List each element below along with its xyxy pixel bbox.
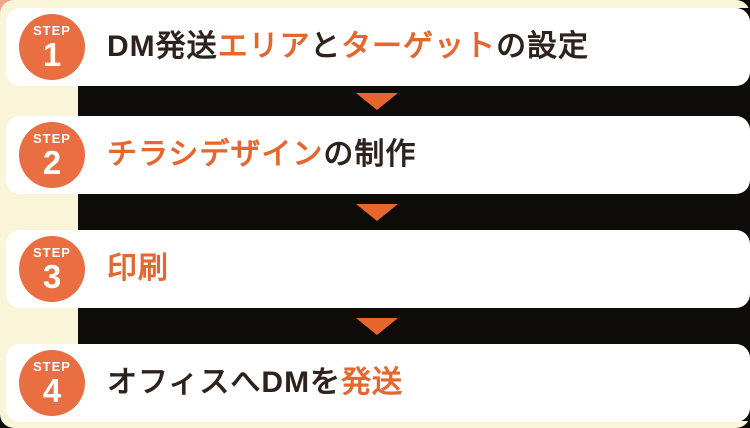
step-card-4: STEP 4 オフィスへDMを発送 <box>6 344 750 422</box>
step-badge-number: 3 <box>42 257 62 295</box>
step-4-badge: STEP 4 <box>19 350 85 416</box>
title-segment: の設定 <box>496 30 590 63</box>
title-segment: オフィスへDMを <box>107 366 342 399</box>
title-segment: DM発送 <box>107 30 218 63</box>
step-2-title: チラシデザインの制作 <box>107 140 416 170</box>
step-card-1: STEP 1 DM発送エリアとターゲットの設定 <box>6 8 750 86</box>
step-2-badge: STEP 2 <box>19 122 85 188</box>
title-segment: ターゲット <box>341 30 497 63</box>
down-arrow-icon <box>356 318 398 335</box>
title-segment: の制作 <box>323 138 417 171</box>
down-arrow-icon <box>356 93 398 110</box>
step-badge-label: STEP <box>33 358 71 374</box>
title-segment: と <box>310 30 342 63</box>
step-1-badge: STEP 1 <box>19 14 85 80</box>
step-3-badge: STEP 3 <box>19 236 85 302</box>
step-3-title: 印刷 <box>107 254 169 284</box>
step-badge-number: 4 <box>42 371 62 409</box>
step-badge-label: STEP <box>33 22 71 38</box>
down-arrow-icon <box>356 204 398 221</box>
title-segment: エリア <box>217 30 311 63</box>
step-1-title: DM発送エリアとターゲットの設定 <box>107 32 589 62</box>
title-segment: チラシデザイン <box>107 138 324 171</box>
title-segment: 発送 <box>341 366 404 399</box>
step-badge-number: 1 <box>42 35 62 73</box>
step-card-3: STEP 3 印刷 <box>6 230 750 308</box>
step-4-title: オフィスへDMを発送 <box>107 368 403 398</box>
step-badge-number: 2 <box>42 143 62 181</box>
step-badge-label: STEP <box>33 130 71 146</box>
step-badge-label: STEP <box>33 244 71 260</box>
title-segment: 印刷 <box>107 252 169 285</box>
step-card-2: STEP 2 チラシデザインの制作 <box>6 116 750 194</box>
